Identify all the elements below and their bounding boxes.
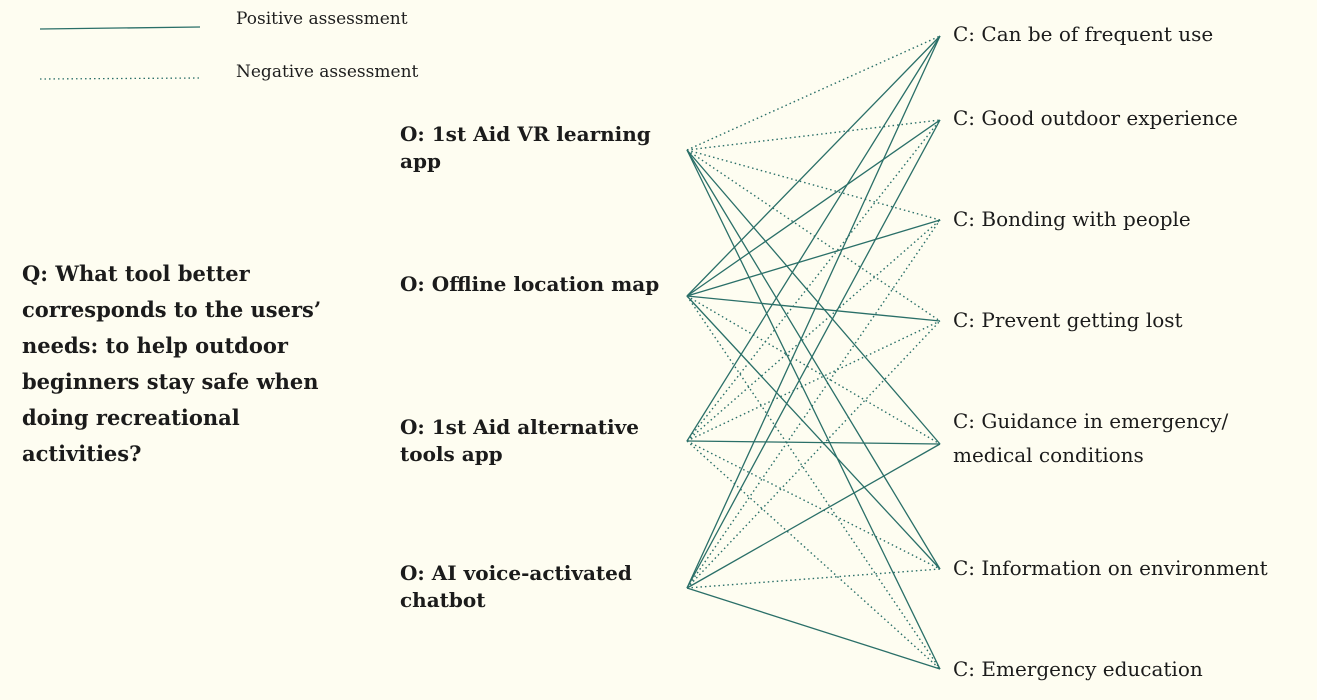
positive-link-o4-c7 [686, 587, 941, 670]
positive-link-o3-c5 [686, 440, 941, 445]
negative-link-o2-c7 [686, 295, 941, 670]
positive-link-o2-c6 [686, 295, 941, 570]
positive-link-o2-c2 [686, 119, 941, 297]
option-offline-location-map: O: Offline location map [400, 272, 660, 296]
positive-link-o2-c3 [686, 219, 941, 297]
criterion-emergency-education: C: Emergency education [953, 657, 1203, 681]
option-alternative-tools-app: O: 1st Aid alternative tools app [400, 415, 639, 466]
option-ai-chatbot: O: AI voice-activated chatbot [400, 561, 632, 612]
criterion-environment-info: C: Information on environment [953, 556, 1268, 580]
positive-link-o2-c1 [686, 35, 941, 297]
negative-link-o1-c3 [686, 149, 941, 221]
criterion-bonding: C: Bonding with people [953, 207, 1191, 231]
legend-positive-line [39, 26, 201, 30]
negative-link-o1-c4 [686, 149, 941, 322]
negative-link-o3-c2 [686, 119, 941, 442]
negative-link-o3-c4 [686, 320, 941, 442]
legend-negative-line [39, 77, 201, 80]
positive-link-o4-c2 [686, 119, 941, 589]
negative-link-o4-c6 [686, 568, 941, 589]
positive-link-o2-c4 [686, 295, 941, 322]
positive-link-o1-c7 [686, 149, 941, 670]
positive-link-o1-c6 [686, 149, 941, 570]
negative-link-o1-c1 [686, 35, 941, 151]
negative-link-o1-c2 [686, 119, 941, 151]
negative-link-o2-c5 [686, 295, 941, 445]
option-vr-learning-app: O: 1st Aid VR learning app [400, 122, 651, 173]
legend-negative-label: Negative assessment [236, 62, 419, 82]
legend-positive-label: Positive assessment [236, 9, 408, 29]
negative-link-o4-c4 [686, 320, 941, 589]
negative-link-o3-c7 [686, 440, 941, 670]
criterion-frequent-use: C: Can be of frequent use [953, 22, 1214, 46]
positive-link-o3-c1 [686, 35, 941, 442]
positive-link-o4-c5 [686, 443, 941, 589]
negative-link-o3-c3 [686, 219, 941, 442]
positive-link-o1-c5 [686, 149, 941, 445]
criterion-outdoor-experience: C: Good outdoor experience [953, 106, 1238, 130]
negative-link-o4-c3 [686, 219, 941, 589]
criterion-emergency-guidance: C: Guidance in emergency/ medical condit… [953, 409, 1229, 467]
question: Q: What tool better corresponds to the u… [22, 261, 322, 466]
criterion-prevent-lost: C: Prevent getting lost [953, 308, 1183, 332]
positive-link-o4-c1 [686, 35, 941, 589]
